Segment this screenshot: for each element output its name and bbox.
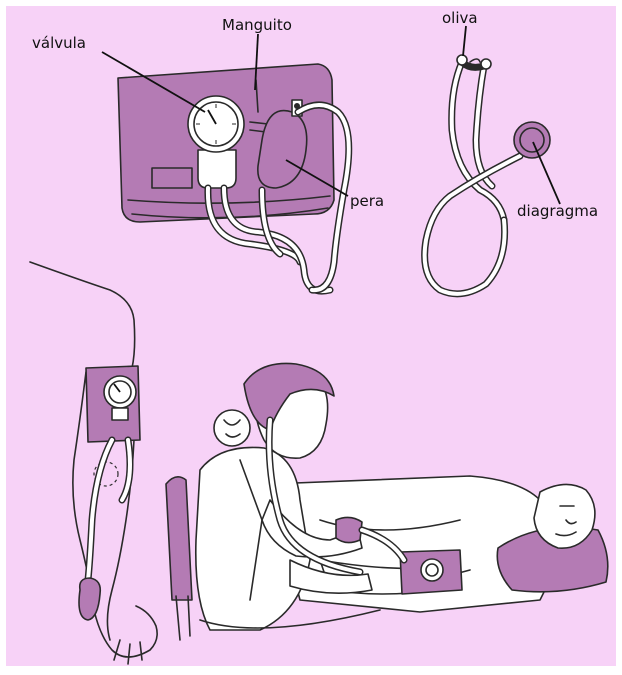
nurse-hair-bun (214, 410, 250, 446)
label-valvula: válvula (32, 34, 86, 52)
ear-tip-left (457, 55, 467, 65)
label-oliva: oliva (442, 9, 478, 27)
patient-head (534, 484, 595, 548)
label-diagragma: diagragma (517, 202, 598, 220)
label-manguito: Manguito (222, 16, 292, 34)
ear-tip-right (481, 59, 491, 69)
label-pera: pera (350, 192, 384, 210)
gauge-body (198, 150, 236, 188)
